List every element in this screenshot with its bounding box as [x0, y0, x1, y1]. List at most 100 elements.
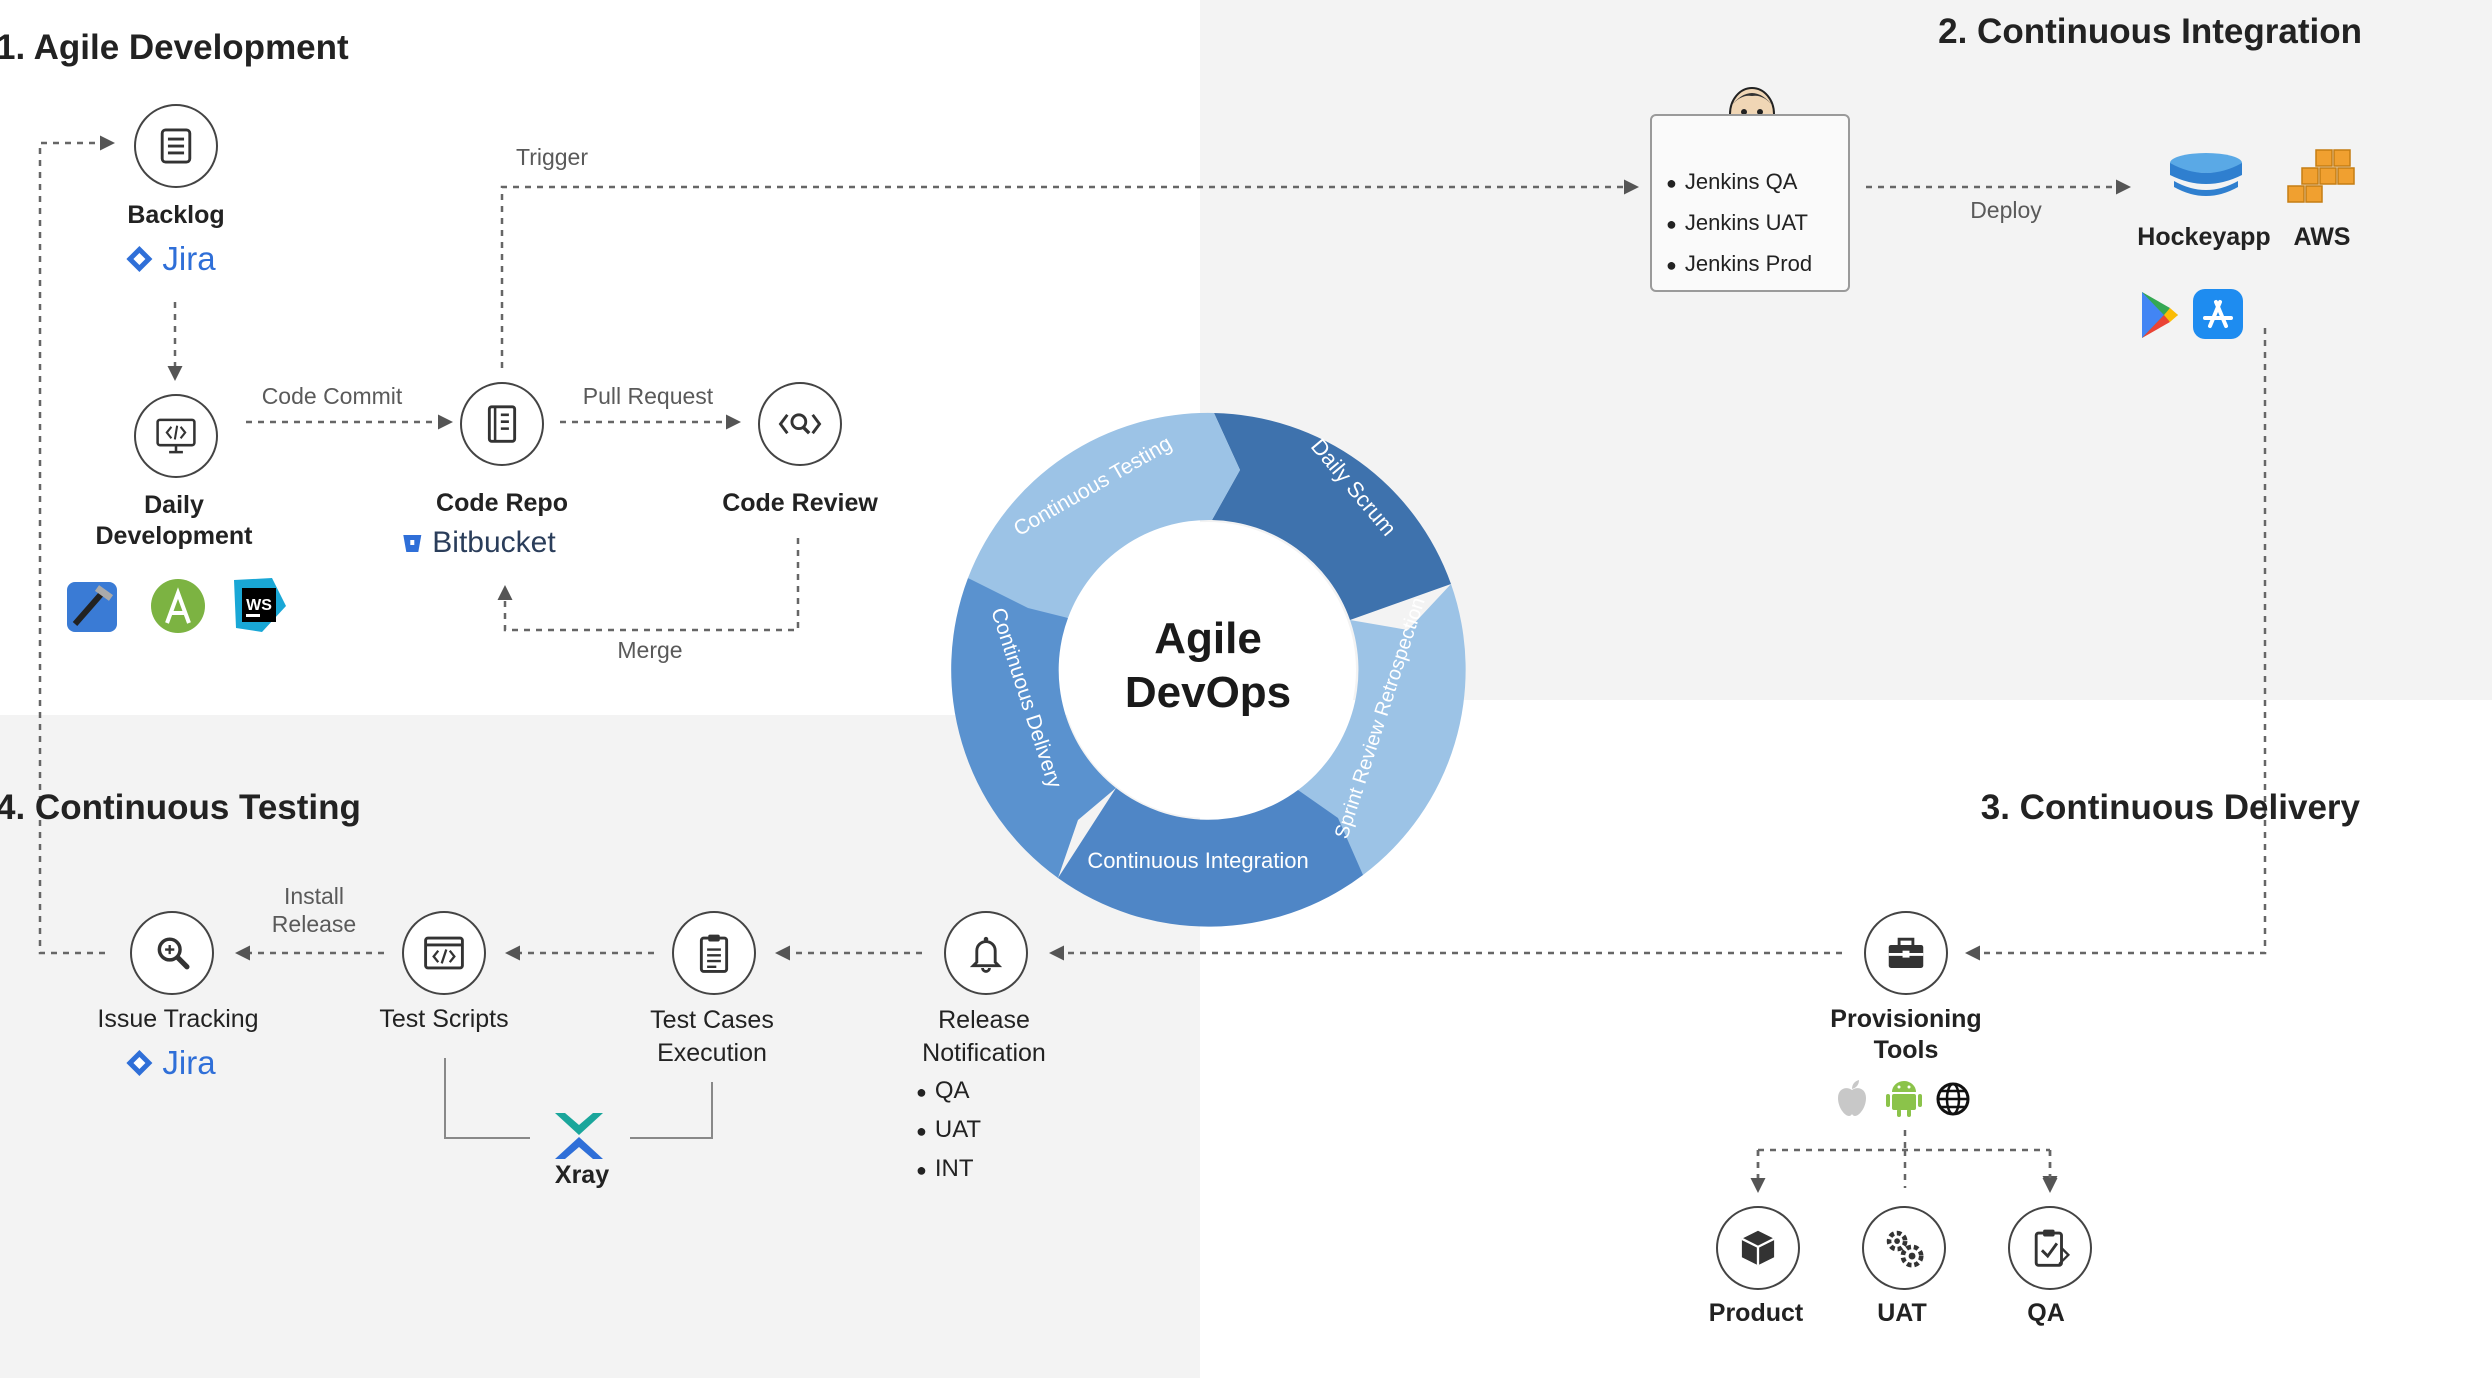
xcode-logo — [62, 578, 124, 636]
test-cases-line2: Execution — [657, 1039, 767, 1067]
code-review-node[interactable] — [758, 382, 842, 466]
aws-label: AWS — [2293, 223, 2351, 251]
release-notification-node[interactable] — [944, 911, 1028, 995]
loop-connector — [38, 135, 115, 955]
hub-center-line2: DevOps — [1124, 668, 1292, 717]
test-cases-label: Test Cases Execution — [650, 1004, 774, 1070]
xray-bracket — [444, 1058, 713, 1139]
provisioning-line2: Tools — [1873, 1036, 1939, 1064]
bitbucket-logo: Bitbucket — [400, 526, 556, 560]
google-play-logo — [2138, 290, 2182, 340]
release-env-item: INT — [916, 1150, 981, 1189]
install-line1: Install — [283, 883, 345, 909]
hub-segment-continuous-integration — [1058, 788, 1363, 927]
uat-label: UAT — [1877, 1299, 1927, 1327]
monitor-code-icon — [156, 418, 196, 454]
agile-devops-hub: Daily Scrum Sprint Review Retrospection … — [951, 412, 1466, 927]
issue-jira-logo: Jira — [124, 1044, 216, 1082]
release-env-item: UAT — [916, 1111, 981, 1150]
provisioning-line1: Provisioning — [1830, 1005, 1982, 1033]
jenkins-item: Jenkins Prod — [1666, 244, 1848, 285]
backlog-label: Backlog — [127, 201, 225, 229]
apple-icon — [1834, 1078, 1870, 1118]
hub-center-title: Agile DevOps — [1125, 612, 1291, 720]
hub-segment-sprint-review — [1298, 584, 1466, 875]
xray-label: Xray — [554, 1161, 610, 1189]
code-review-label: Code Review — [722, 489, 878, 517]
release-notification-label: Release Notification — [922, 1004, 1046, 1070]
ci-to-cd-connector — [1965, 328, 2267, 961]
daily-development-label: Daily Development — [96, 490, 253, 552]
hub-segment-daily-scrum — [1212, 413, 1451, 620]
uat-node[interactable] — [1862, 1206, 1946, 1290]
install-line2: Release — [271, 911, 357, 937]
code-repo-node[interactable] — [460, 382, 544, 466]
issue-jira-text: Jira — [162, 1044, 216, 1081]
bell-icon — [969, 936, 1003, 973]
toolbox-icon — [1888, 937, 1924, 968]
merge-edge-label: Merge — [617, 637, 683, 663]
code-commit-edge-label: Code Commit — [261, 383, 403, 409]
daily-development-line2: Development — [95, 522, 253, 550]
aws-cubes-logo — [2282, 146, 2362, 212]
issue-tracking-label: Issue Tracking — [97, 1005, 259, 1033]
install-release-edge-label: Install Release — [272, 882, 356, 938]
bitbucket-text: Bitbucket — [432, 526, 556, 559]
ct-panel — [0, 715, 1200, 1378]
qa-label: QA — [2027, 1299, 2065, 1327]
section-title-agile: 1. Agile Development — [0, 28, 349, 67]
jenkins-item: Jenkins QA — [1666, 162, 1848, 203]
test-cases-line1: Test Cases — [650, 1006, 774, 1034]
section-title-ci: 2. Continuous Integration — [1938, 12, 2362, 51]
browser-code-icon — [424, 936, 464, 970]
repository-book-icon — [487, 405, 517, 443]
code-repo-label: Code Repo — [436, 489, 568, 517]
daily-development-node[interactable] — [134, 394, 218, 478]
product-label: Product — [1708, 1299, 1804, 1327]
jenkins-item: Jenkins UAT — [1666, 203, 1848, 244]
test-scripts-label: Test Scripts — [379, 1005, 509, 1033]
provisioning-tools-node[interactable] — [1864, 911, 1948, 995]
issue-tracking-node[interactable] — [130, 911, 214, 995]
svg-text:WS: WS — [246, 597, 272, 614]
hub-center-line1: Agile — [1154, 614, 1262, 663]
test-cases-node[interactable] — [672, 911, 756, 995]
section-title-ct: 4. Continuous Testing — [0, 788, 361, 827]
hub-label-continuous-integration: Continuous Integration — [1087, 848, 1308, 873]
backlog-node[interactable] — [134, 104, 218, 188]
qa-node[interactable] — [2008, 1206, 2092, 1290]
android-icon — [1884, 1076, 1924, 1118]
backlog-jira-logo: Jira — [124, 240, 216, 278]
jira-icon — [126, 246, 153, 272]
gears-icon — [1886, 1230, 1924, 1268]
globe-icon — [1934, 1080, 1972, 1118]
hub-segment-continuous-testing — [968, 412, 1240, 618]
release-env-list: QA UAT INT — [916, 1072, 981, 1189]
trigger-connector — [500, 179, 1639, 368]
hockeyapp-logo — [2166, 150, 2246, 204]
box-icon — [1741, 1230, 1775, 1266]
pull-request-edge-label: Pull Request — [582, 383, 714, 409]
webstorm-logo: WS — [232, 576, 288, 634]
magnifier-icon — [157, 937, 190, 970]
hub-segment-continuous-delivery — [951, 578, 1116, 878]
jenkins-box[interactable]: Jenkins QA Jenkins UAT Jenkins Prod — [1650, 114, 1850, 292]
xray-logo — [548, 1108, 610, 1162]
release-line2: Notification — [922, 1039, 1046, 1067]
hockeyapp-label: Hockeyapp — [2137, 223, 2271, 251]
release-env-item: QA — [916, 1072, 981, 1111]
provisioning-tools-label: Provisioning Tools — [1830, 1004, 1981, 1066]
test-scripts-node[interactable] — [402, 911, 486, 995]
jira-icon — [126, 1050, 153, 1076]
clipboard-check-icon — [2034, 1229, 2071, 1267]
product-node[interactable] — [1716, 1206, 1800, 1290]
bitbucket-icon — [403, 535, 422, 552]
deploy-edge-label: Deploy — [1970, 197, 2042, 223]
code-search-icon — [778, 413, 822, 435]
list-icon — [160, 128, 192, 164]
fanout-connector — [1756, 1130, 2050, 1188]
app-store-logo — [2192, 288, 2244, 340]
release-line1: Release — [938, 1006, 1030, 1034]
